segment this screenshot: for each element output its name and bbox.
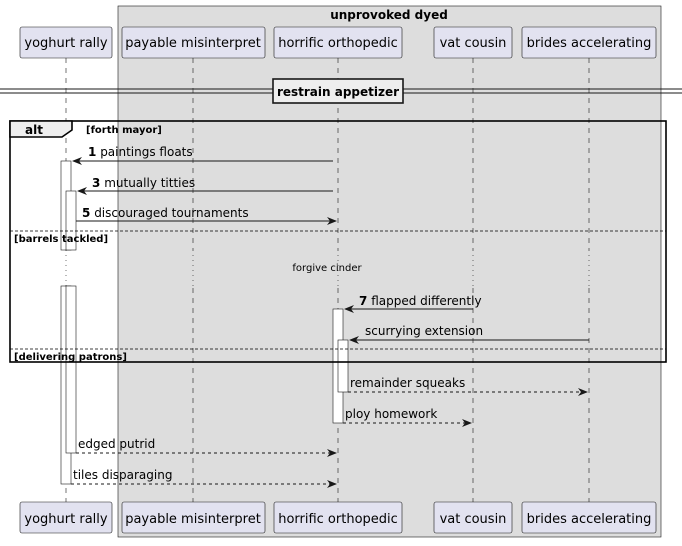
message-label: 3 mutually titties [92,176,195,190]
participant-foot[interactable]: vat cousin [433,501,513,534]
participant-head[interactable]: brides accelerating [521,26,657,59]
alt-keyword: alt [25,123,43,137]
message-label: remainder squeaks [350,376,465,390]
message-label: 7 flapped differently [359,294,482,308]
activation-bar [337,339,349,393]
divider: restrain appetizer [0,78,682,104]
svg-text:vat cousin: vat cousin [440,36,507,51]
svg-text:yoghurt rally: yoghurt rally [24,512,107,527]
participant-head[interactable]: horrific orthopedic [273,26,403,59]
message-label: edged putrid [78,437,155,451]
svg-text:brides accelerating: brides accelerating [527,36,652,51]
alt-guard: [forth mayor] [86,125,162,136]
participant-foot[interactable]: brides accelerating [521,501,657,534]
message-label: 5 discouraged tournaments [82,206,249,220]
svg-text:yoghurt rally: yoghurt rally [24,36,107,51]
delay-label: forgive cinder [292,263,362,274]
svg-text:payable misinterpret: payable misinterpret [125,512,261,527]
svg-text:brides accelerating: brides accelerating [527,512,652,527]
participant-head[interactable]: yoghurt rally [19,26,113,59]
message-label: tiles disparaging [73,468,172,482]
participants-top: yoghurt rally payable misinterpret horri… [19,26,657,59]
message-label: scurrying extension [365,324,483,338]
activation-bars [60,160,349,485]
alt-guard: [barrels tackled] [14,234,108,245]
participant-head[interactable]: vat cousin [433,26,513,59]
participants-bottom: yoghurt rally payable misinterpret horri… [19,501,657,534]
message-label: ploy homework [345,407,437,421]
message-labels: 1 paintings floats 3 mutually titties 5 … [73,145,483,482]
alt-fragment: alt [forth mayor] [barrels tackled] [del… [9,120,667,363]
svg-text:horrific orthopedic: horrific orthopedic [278,512,398,527]
participant-head[interactable]: payable misinterpret [121,26,266,59]
svg-text:horrific orthopedic: horrific orthopedic [278,36,398,51]
svg-text:payable misinterpret: payable misinterpret [125,36,261,51]
messages [71,157,589,488]
participant-foot[interactable]: payable misinterpret [121,501,266,534]
activation-bar [65,285,77,454]
participant-foot[interactable]: horrific orthopedic [273,501,403,534]
svg-text:vat cousin: vat cousin [440,512,507,527]
participant-foot[interactable]: yoghurt rally [19,501,113,534]
divider-label: restrain appetizer [277,85,399,99]
message-label: 1 paintings floats [88,145,193,159]
alt-guard: [delivering patrons] [14,352,127,363]
delay-gap: forgive cinder [20,250,661,286]
group-title: unprovoked dyed [330,8,448,22]
